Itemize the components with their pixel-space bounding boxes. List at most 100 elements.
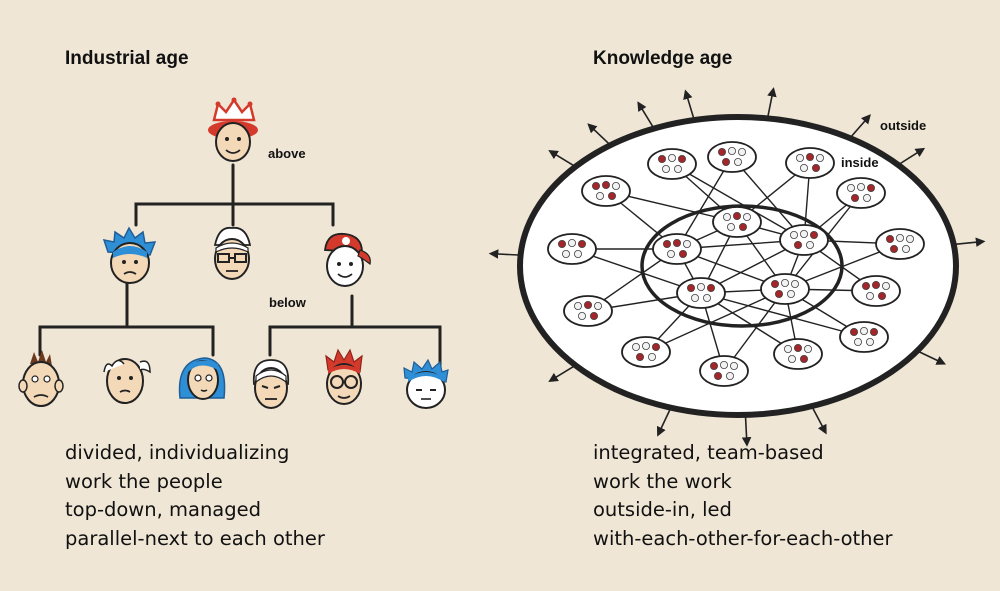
team-member-dot	[862, 281, 871, 290]
team-member-dot	[558, 239, 567, 248]
team-member-dot	[866, 337, 875, 346]
team-member-dot	[800, 163, 809, 172]
team-member-dot	[632, 342, 641, 351]
team-member-dot	[796, 153, 805, 162]
worker-face-4-icon	[252, 359, 290, 409]
team-member-dot	[771, 279, 780, 288]
team-group	[581, 175, 631, 207]
team-member-dot	[568, 238, 577, 247]
team-group	[760, 273, 810, 305]
team-group	[773, 338, 823, 370]
team-groups	[547, 141, 925, 387]
team-member-dot	[602, 180, 611, 189]
knowledge-line: outside-in, led	[593, 498, 732, 521]
team-member-dot	[850, 327, 859, 336]
team-group	[779, 224, 829, 256]
outward-arrow	[897, 147, 926, 166]
team-member-dot	[596, 191, 605, 200]
team-member-dot	[728, 146, 737, 155]
team-member-dot	[683, 239, 692, 248]
team-member-dot	[733, 211, 742, 220]
connection-line	[676, 156, 733, 250]
team-member-dot	[775, 289, 784, 298]
connection-line	[671, 163, 805, 241]
team-member-dot	[697, 282, 706, 291]
team-member-dot	[578, 239, 587, 248]
team-member-dot	[663, 239, 672, 248]
team-member-dot	[691, 293, 700, 302]
worker-face-6-icon	[403, 358, 449, 409]
boss-face-icon	[208, 97, 258, 162]
team-member-dot	[730, 361, 739, 370]
team-member-dot	[584, 300, 593, 309]
team-member-dot	[722, 157, 731, 166]
outward-arrow	[548, 150, 576, 168]
inside-label: inside	[841, 155, 879, 170]
team-member-dot	[800, 229, 809, 238]
team-member-dot	[594, 301, 603, 310]
team-member-dot	[854, 337, 863, 346]
team-member-dot	[739, 222, 748, 231]
knowledge-line: with-each-other-for-each-other	[593, 526, 893, 550]
team-member-dot	[578, 311, 587, 320]
manager-face-glasses-icon	[213, 226, 252, 280]
team-member-dot	[678, 154, 687, 163]
connection-line	[645, 288, 786, 353]
team-member-dot	[642, 341, 651, 350]
team-member-dot	[592, 181, 601, 190]
above-label: above	[268, 146, 306, 161]
outward-arrow	[656, 407, 672, 437]
outward-arrows	[488, 87, 986, 447]
knowledge-age-title: Knowledge age	[593, 48, 733, 69]
team-member-dot	[896, 233, 905, 242]
team-member-dot	[810, 230, 819, 239]
team-member-dot	[882, 281, 891, 290]
team-member-dot	[867, 183, 876, 192]
team-group	[712, 206, 762, 238]
team-group	[547, 233, 597, 265]
knowledge-characteristics: integrated, team-based work the work out…	[593, 439, 893, 553]
team-member-dot	[710, 361, 719, 370]
team-member-dot	[703, 293, 712, 302]
team-member-dot	[784, 344, 793, 353]
team-member-dot	[787, 289, 796, 298]
team-group	[652, 233, 702, 265]
team-member-dot	[806, 152, 815, 161]
team-group	[785, 147, 835, 179]
team-group	[851, 275, 901, 307]
team-member-dot	[726, 371, 735, 380]
team-member-dot	[673, 238, 682, 247]
team-member-dot	[800, 354, 809, 363]
manager-face-blue-icon	[102, 226, 157, 284]
team-member-dot	[866, 291, 875, 300]
industrial-line: divided, individualizing	[65, 441, 290, 464]
team-member-dot	[668, 153, 677, 162]
manager-face-cap-icon	[323, 232, 371, 287]
team-member-dot	[872, 280, 881, 289]
team-member-dot	[574, 249, 583, 258]
team-member-dot	[890, 244, 899, 253]
team-group	[647, 148, 697, 180]
worker-face-5-icon	[325, 348, 363, 405]
worker-face-2-icon	[103, 358, 151, 404]
outward-arrow	[953, 237, 986, 247]
team-member-dot	[734, 157, 743, 166]
team-member-dot	[781, 278, 790, 287]
team-group	[839, 321, 889, 353]
team-member-dot	[707, 283, 716, 292]
team-member-dot	[718, 147, 727, 156]
industrial-line: top-down, managed	[65, 498, 262, 521]
team-group	[875, 228, 925, 260]
team-member-dot	[667, 249, 676, 258]
team-member-dot	[723, 212, 732, 221]
team-group	[621, 336, 671, 368]
team-group	[836, 177, 886, 209]
worker-face-3-icon	[178, 357, 226, 400]
team-member-dot	[679, 249, 688, 258]
outward-arrow	[916, 350, 947, 365]
outward-arrow	[811, 405, 827, 435]
team-member-dot	[574, 301, 583, 310]
hierarchy-connectors	[38, 163, 442, 370]
worker-face-1-icon	[18, 350, 64, 407]
